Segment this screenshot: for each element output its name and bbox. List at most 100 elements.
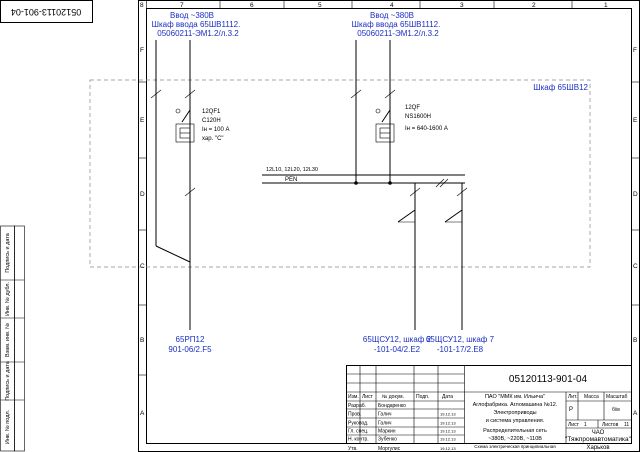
row-label: A bbox=[140, 410, 145, 417]
role: Пров. bbox=[348, 412, 361, 418]
bus-bar bbox=[262, 174, 465, 188]
row-ruler-left: F E D C B A bbox=[138, 47, 147, 417]
role-date: 19.12.13 bbox=[440, 412, 456, 417]
header-ndoc: № докум. bbox=[382, 394, 404, 400]
role-date: 19.12.13 bbox=[440, 437, 456, 442]
col-label: 4 bbox=[390, 2, 394, 9]
sheet-title-line1: Распределительная сеть bbox=[483, 428, 547, 434]
feeder-out-line1: 65ЩСУ12, шкаф 2 bbox=[363, 335, 432, 344]
org-line2: "Тяжпромавтоматика" bbox=[565, 436, 632, 443]
row-label: F bbox=[633, 47, 637, 54]
role: Гл. спец. bbox=[348, 429, 368, 435]
project-line2: Электроприводы bbox=[493, 410, 536, 416]
role: Руковод. bbox=[348, 421, 368, 427]
row-label: D bbox=[140, 191, 145, 198]
col-label: 5 bbox=[318, 2, 322, 9]
rotated-code-box bbox=[0, 0, 93, 23]
col-label: 7 bbox=[180, 2, 184, 9]
sheet-label: Лист bbox=[568, 422, 580, 428]
lit-label: Лит. bbox=[568, 394, 577, 400]
doc-code: 05120113-901-04 bbox=[509, 374, 588, 385]
stamp-label: Инв. № дубл. bbox=[5, 282, 11, 317]
org-line3: Харьков bbox=[586, 445, 609, 451]
role-name: Бондаренко bbox=[378, 403, 406, 409]
scale-value: б/м bbox=[612, 407, 620, 413]
role-name: Маркин bbox=[378, 429, 396, 435]
row-label: E bbox=[140, 117, 145, 124]
col-label: 6 bbox=[250, 2, 254, 9]
breaker-model: NS1600H bbox=[405, 114, 431, 120]
role-date: 19.12.13 bbox=[440, 421, 456, 426]
stamp-label: Подпись и дата bbox=[5, 232, 11, 272]
feeder-in-line1: Ввод ~380В bbox=[370, 11, 414, 20]
breaker-name: 12QF bbox=[405, 105, 420, 111]
role: Утв. bbox=[348, 446, 358, 452]
feeder-out-line2: 901-06/2.F5 bbox=[168, 345, 212, 354]
role-name: Галич bbox=[378, 421, 392, 427]
role-name: Галич bbox=[378, 412, 392, 418]
sheet-value: 1 bbox=[584, 422, 587, 428]
header-izm: Изм. bbox=[348, 394, 359, 400]
feeder-in-left: Ввод ~380В Шкаф ввода 65ШВ1112. 05060211… bbox=[152, 11, 241, 38]
outgoing-feeders bbox=[397, 183, 468, 330]
row-label: C bbox=[140, 263, 145, 270]
column-ruler: 8 7 6 5 4 3 2 1 bbox=[140, 0, 608, 9]
header-date: Дата bbox=[442, 394, 453, 400]
role: Н. контр. bbox=[348, 437, 369, 443]
sheets-value: 11 bbox=[624, 422, 629, 428]
feeder-in-line1: Ввод ~380В bbox=[170, 11, 214, 20]
col-label: 1 bbox=[604, 2, 608, 9]
feeder-out-line1: 65РП12 bbox=[176, 335, 205, 344]
mass-label: Масса bbox=[584, 394, 599, 400]
cabinet-label: Шкаф 65ШВ12 bbox=[533, 83, 588, 92]
circuit-left bbox=[150, 40, 196, 330]
breaker-current: Iн = 100 А bbox=[202, 127, 230, 133]
header-list: Лист bbox=[362, 394, 374, 400]
breaker-current: Iн = 640-1600 А bbox=[405, 126, 448, 132]
role-date: 19.12.13 bbox=[440, 446, 456, 451]
feeder-out-line2: -101-04/2.E2 bbox=[374, 345, 421, 354]
header-sign: Подп. bbox=[416, 394, 429, 400]
circuit-right bbox=[350, 40, 396, 183]
feeder-in-line2: Шкаф ввода 65ШВ1112. bbox=[352, 20, 441, 29]
row-label: F bbox=[140, 47, 144, 54]
project-line3: и система управления. bbox=[486, 418, 545, 424]
rotated-code: 05120113-901-04 bbox=[11, 7, 81, 17]
stamp-label: Подпись и дата bbox=[5, 360, 11, 400]
roles-table: Разраб. Бондаренко Пров. Галич 19.12.13 … bbox=[348, 403, 456, 452]
bus-label: 12L10, 12L20, 12L30 bbox=[266, 167, 318, 173]
scale-label: Масштаб bbox=[606, 394, 628, 400]
row-label: D bbox=[633, 191, 638, 198]
breaker-name: 12QF1 bbox=[202, 109, 221, 115]
sheet-title-line3: Схема электрическая принципиальная bbox=[474, 444, 556, 449]
left-stamp-columns: Инв. № подл. Подпись и дата Взам. инв. №… bbox=[0, 225, 25, 452]
row-label: C bbox=[633, 263, 638, 270]
title-block bbox=[346, 365, 632, 444]
feeder-out-line1: 65ЩСУ12, шкаф 7 bbox=[426, 335, 495, 344]
project-line1: Аглофабрика. Агломашина №12. bbox=[473, 402, 558, 408]
row-label: A bbox=[633, 410, 638, 417]
breaker-model: C120H bbox=[202, 118, 221, 124]
feeder-in-line3: 05060211-ЭМ1.2/л.3.2 bbox=[157, 29, 239, 38]
row-ruler-right: F E D C B A bbox=[631, 47, 640, 417]
feeder-out-line2: -101-17/2.E8 bbox=[437, 345, 484, 354]
role-name: Моргулис bbox=[378, 446, 401, 452]
stamp-label: Инв. № подл. bbox=[5, 409, 11, 444]
pen-label: PEN bbox=[285, 177, 297, 183]
breaker-char: хар. "С" bbox=[202, 136, 224, 142]
company: ПАО "ММК им. Ильича" bbox=[485, 394, 545, 400]
col-label: 3 bbox=[460, 2, 464, 9]
col-label: 8 bbox=[140, 2, 144, 9]
row-label: B bbox=[633, 337, 637, 344]
sheet-title-line2: ~380В, ~220В, ~110В bbox=[488, 436, 542, 442]
cabinet-boundary bbox=[89, 79, 591, 268]
feeder-in-line3: 05060211-ЭМ1.2/л.3.2 bbox=[357, 29, 439, 38]
org-line1: ЧАО bbox=[592, 430, 605, 436]
role-name: Зубенко bbox=[378, 437, 397, 443]
sheets-label: Листов bbox=[602, 422, 619, 428]
role: Разраб. bbox=[348, 403, 366, 409]
role-date: 19.12.13 bbox=[440, 429, 456, 434]
lit-value: Р bbox=[569, 407, 573, 413]
row-label: E bbox=[633, 117, 638, 124]
